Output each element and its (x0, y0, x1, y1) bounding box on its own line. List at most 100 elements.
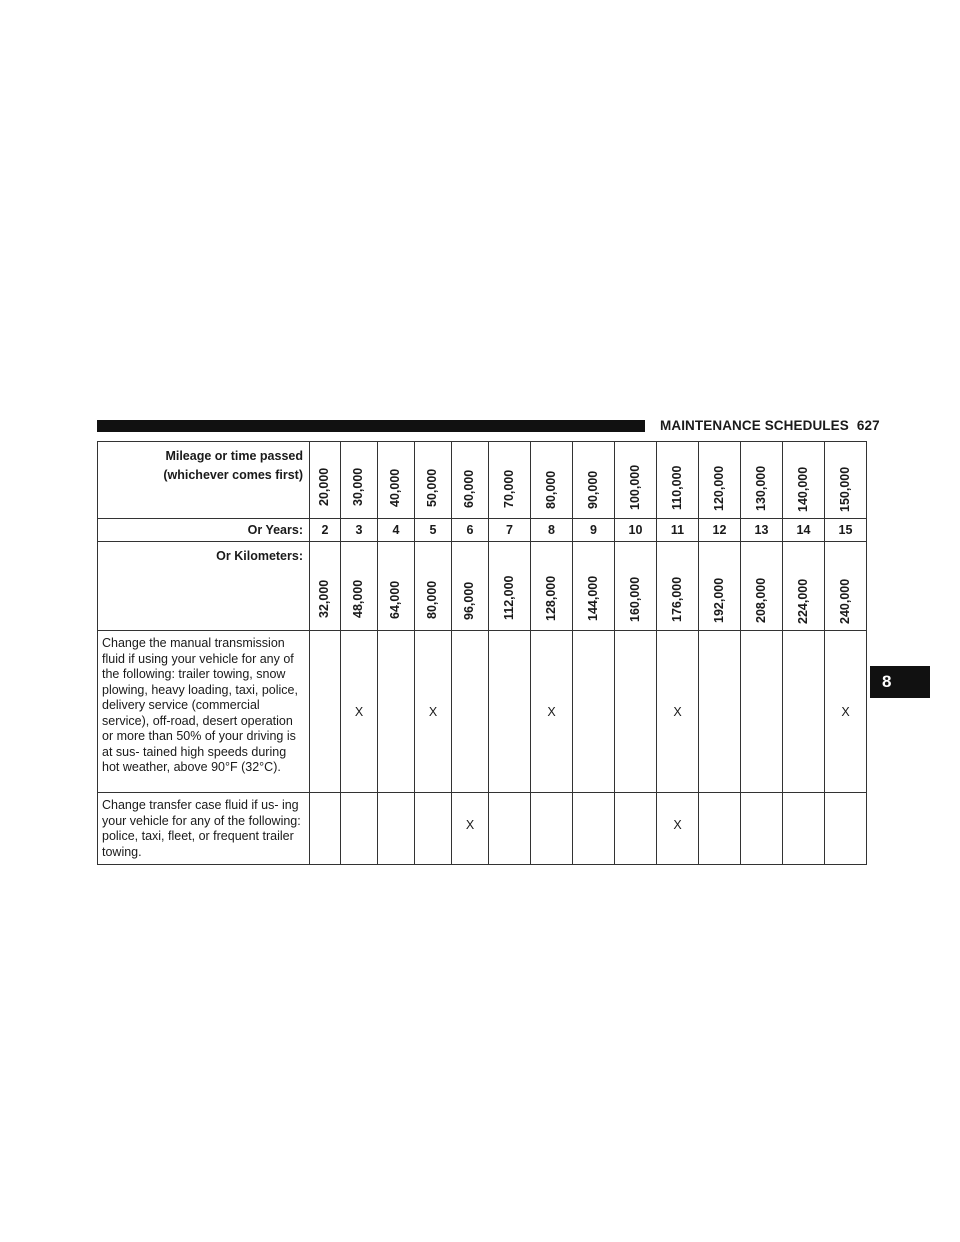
kilometers-cell: 224,000 (782, 541, 825, 631)
kilometers-value: 80,000 (425, 580, 439, 619)
mileage-value: 30,000 (351, 467, 365, 506)
mileage-value-wrap: 130,000 (741, 443, 782, 517)
years-label: Or Years: (97, 518, 310, 542)
manual-transmission-row: Change the manual transmission fluid if … (97, 630, 867, 793)
interval-mark-cell (377, 630, 415, 793)
interval-mark-cell: X (414, 630, 452, 793)
transfer-case-row: Change transfer case fluid if us- ing yo… (97, 792, 867, 865)
kilometers-cell: 32,000 (309, 541, 341, 631)
years-cell: 15 (824, 518, 867, 542)
mileage-value: 80,000 (543, 470, 558, 509)
kilometers-value-wrap: 176,000 (657, 544, 698, 628)
kilometers-cell: 160,000 (614, 541, 657, 631)
mileage-cell: 100,000 (614, 441, 657, 519)
page-number: 627 (856, 418, 880, 433)
kilometers-cell: 176,000 (656, 541, 699, 631)
interval-mark-cell (740, 792, 783, 865)
years-cell: 6 (451, 518, 489, 542)
kilometers-value: 160,000 (627, 576, 642, 622)
kilometers-value-wrap: 64,000 (378, 548, 414, 625)
mileage-cell: 70,000 (488, 441, 531, 519)
row-description: Change transfer case fluid if us- ing yo… (97, 792, 310, 865)
mileage-value-wrap: 150,000 (825, 442, 866, 518)
kilometers-value: 176,000 (669, 576, 684, 622)
header-rule (97, 420, 645, 432)
interval-mark-cell (414, 792, 452, 865)
interval-mark-cell: X (824, 630, 867, 793)
interval-mark-cell (488, 630, 531, 793)
kilometers-value-wrap: 96,000 (452, 547, 488, 626)
mileage-value-wrap: 30,000 (341, 448, 377, 512)
kilometers-cell: 112,000 (488, 541, 531, 631)
mileage-value-wrap: 100,000 (615, 445, 656, 516)
kilometers-value-wrap: 112,000 (489, 546, 530, 626)
mileage-value-wrap: 70,000 (489, 446, 530, 514)
mileage-value: 60,000 (462, 469, 476, 508)
kilometers-cell: 208,000 (740, 541, 783, 631)
mileage-cell: 20,000 (309, 441, 341, 519)
kilometers-value: 96,000 (462, 581, 476, 620)
maintenance-table: Mileage or time passed(whichever comes f… (97, 441, 867, 865)
interval-mark-cell (698, 630, 741, 793)
years-cell: 8 (530, 518, 573, 542)
years-cell: 13 (740, 518, 783, 542)
mileage-cell: 150,000 (824, 441, 867, 519)
kilometers-value: 208,000 (753, 577, 768, 623)
kilometers-cell: 240,000 (824, 541, 867, 631)
interval-mark-cell (614, 792, 657, 865)
mileage-value-wrap: 140,000 (783, 443, 824, 518)
interval-mark-cell (309, 630, 341, 793)
mileage-value-wrap: 110,000 (657, 444, 698, 516)
years-cell: 12 (698, 518, 741, 542)
mileage-cell: 110,000 (656, 441, 699, 519)
mileage-cell: 90,000 (572, 441, 615, 519)
years-cell: 10 (614, 518, 657, 542)
mileage-value-wrap: 60,000 (452, 447, 488, 514)
years-cell: 7 (488, 518, 531, 542)
mileage-value: 110,000 (669, 465, 684, 511)
kilometers-value-wrap: 80,000 (415, 547, 451, 625)
section-title: MAINTENANCE SCHEDULES (660, 418, 849, 433)
mileage-value: 100,000 (627, 464, 642, 510)
mileage-value: 140,000 (795, 466, 810, 512)
interval-mark-cell: X (451, 792, 489, 865)
chapter-tab: 8 (870, 666, 930, 698)
interval-mark-cell (488, 792, 531, 865)
interval-mark-cell (698, 792, 741, 865)
interval-mark-cell: X (656, 792, 699, 865)
interval-mark-cell: X (340, 630, 378, 793)
interval-mark-cell (782, 792, 825, 865)
interval-mark-cell (340, 792, 378, 865)
row-description: Change the manual transmission fluid if … (97, 630, 310, 793)
interval-mark-cell (740, 630, 783, 793)
mileage-value: 130,000 (753, 465, 768, 511)
kilometers-cell: 96,000 (451, 541, 489, 631)
interval-mark-cell (614, 630, 657, 793)
kilometers-value-wrap: 192,000 (699, 544, 740, 629)
mileage-value: 150,000 (837, 466, 852, 512)
kilometers-value-wrap: 48,000 (341, 548, 377, 624)
kilometers-value-wrap: 144,000 (573, 545, 614, 627)
kilometers-value-wrap: 224,000 (783, 543, 824, 630)
mileage-cell: 120,000 (698, 441, 741, 519)
kilometers-cell: 192,000 (698, 541, 741, 631)
interval-mark-cell (451, 630, 489, 793)
mileage-value-wrap: 90,000 (573, 445, 614, 515)
interval-mark-cell (824, 792, 867, 865)
mileage-cell: 50,000 (414, 441, 452, 519)
years-cell: 3 (340, 518, 378, 542)
years-cell: 4 (377, 518, 415, 542)
mileage-label: Mileage or time passed(whichever comes f… (97, 441, 310, 519)
kilometers-value: 224,000 (795, 578, 810, 624)
kilometers-value-wrap: 32,000 (310, 549, 340, 624)
kilometers-cell: 80,000 (414, 541, 452, 631)
kilometers-value-wrap: 208,000 (741, 543, 782, 629)
mileage-value: 50,000 (425, 468, 439, 507)
interval-mark-cell (572, 630, 615, 793)
kilometers-value: 112,000 (501, 575, 516, 621)
mileage-cell: 40,000 (377, 441, 415, 519)
kilometers-label: Or Kilometers: (97, 541, 310, 631)
interval-mark-cell (309, 792, 341, 865)
